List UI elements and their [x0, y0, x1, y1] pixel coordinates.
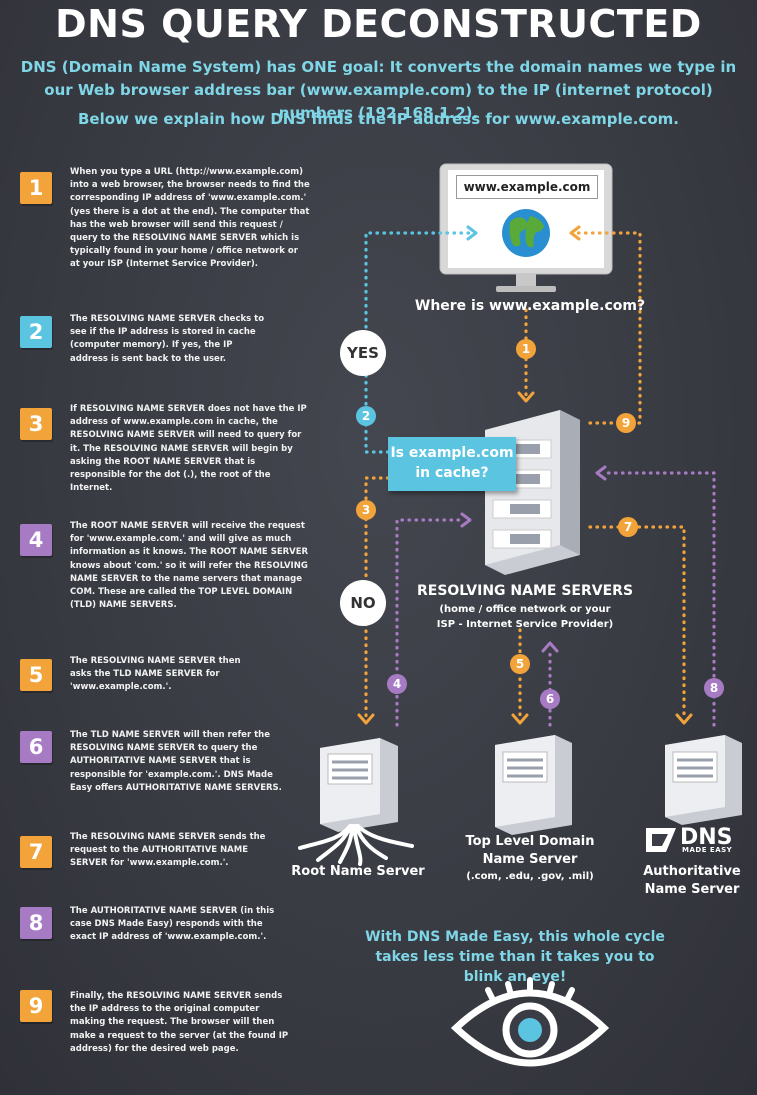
resolving-sub-2: ISP - Internet Service Provider) — [436, 619, 614, 630]
logo-sub: MADE EASY — [682, 846, 733, 854]
flow-badge-6: 6 — [540, 689, 560, 709]
arrowhead-step-2 — [466, 225, 478, 241]
root-server-icon — [298, 738, 414, 866]
flow-badge-8: 8 — [704, 678, 724, 698]
flow-badge-3: 3 — [356, 500, 376, 520]
intro-text: DNS (Domain Name System) has ONE goal: I… — [20, 58, 737, 122]
intro-subtext: Below we explain how DNS finds the IP ad… — [78, 110, 679, 128]
arrowhead-step-6 — [541, 641, 559, 653]
step-number-1: 1 — [20, 172, 52, 204]
step-text-2: The RESOLVING NAME SERVER checks to see … — [70, 314, 265, 364]
flow-badge-5: 5 — [510, 654, 530, 674]
cache-question-line2: in cache? — [415, 465, 489, 481]
cache-question-box: Is example.com in cache? — [388, 437, 516, 491]
step-number-9: 9 — [20, 990, 52, 1022]
globe-icon — [502, 209, 550, 257]
tld-server-icon — [495, 735, 572, 835]
dns-made-easy-logo-icon — [646, 828, 676, 852]
flow-badge-7: 7 — [618, 517, 638, 537]
step-number-3: 3 — [20, 408, 52, 440]
tld-label-1: Top Level Domain — [465, 834, 595, 849]
step-number-8: 8 — [20, 907, 52, 939]
step-text-6: The TLD NAME SERVER will then refer the … — [70, 730, 282, 793]
step-number-4: 4 — [20, 524, 52, 556]
no-label: NO — [340, 580, 386, 626]
yes-label: YES — [340, 330, 386, 376]
flow-badge-1: 1 — [516, 339, 536, 359]
step-text-3: If RESOLVING NAME SERVER does not have t… — [70, 404, 307, 494]
footer-text: With DNS Made Easy, this whole cycle tak… — [365, 929, 665, 985]
arrow-step-9 — [573, 231, 642, 425]
arrowhead-step-7 — [675, 713, 693, 725]
arrowhead-step-9 — [569, 225, 581, 241]
where-label: Where is www.example.com? — [414, 298, 646, 314]
flow-badge-2: 2 — [356, 406, 376, 426]
arrowhead-step-3 — [357, 713, 375, 725]
step-text-7: The RESOLVING NAME SERVER sends the requ… — [70, 832, 266, 869]
step-text-8: The AUTHORITATIVE NAME SERVER (in this c… — [70, 906, 275, 943]
tld-sub: (.com, .edu, .gov, .mil) — [466, 871, 594, 882]
browser-address-bar: www.example.com — [456, 175, 598, 199]
arrowhead-step-1 — [517, 391, 535, 403]
step-text-5: The RESOLVING NAME SERVER then asks the … — [70, 656, 241, 693]
arrow-step-4 — [395, 518, 464, 727]
arrowhead-step-5 — [511, 713, 529, 725]
step-number-7: 7 — [20, 836, 52, 868]
eye-icon — [450, 977, 610, 1067]
step-text-9: Finally, the RESOLVING NAME SERVER sends… — [70, 991, 289, 1054]
dns-made-easy-logo: DNS MADE EASY — [644, 825, 754, 855]
arrowhead-step-8 — [595, 465, 607, 481]
auth-label-2: Name Server — [644, 882, 740, 897]
step-number-5: 5 — [20, 659, 52, 691]
tld-label-2: Name Server — [482, 852, 578, 867]
flow-badge-9: 9 — [616, 413, 636, 433]
arrow-step-8 — [603, 471, 716, 727]
step-text-1: When you type a URL (http://www.example.… — [70, 167, 310, 270]
logo-word: DNS — [680, 825, 733, 850]
flow-badge-4: 4 — [387, 674, 407, 694]
page-title: DNS QUERY DECONSTRUCTED — [55, 2, 702, 46]
resolving-title: RESOLVING NAME SERVERS — [416, 583, 634, 599]
arrow-step-3 — [364, 476, 390, 720]
authoritative-server-icon — [665, 735, 742, 825]
cache-question-line1: Is example.com — [390, 445, 514, 461]
step-text-4: The ROOT NAME SERVER will receive the re… — [70, 521, 309, 611]
resolving-sub-1: (home / office network or your — [439, 604, 611, 615]
auth-label-1: Authoritative — [643, 864, 741, 879]
step-number-6: 6 — [20, 731, 52, 763]
root-server-label: Root Name Server — [291, 864, 425, 879]
resolving-server-icon — [485, 410, 580, 575]
arrowhead-step-4 — [460, 512, 472, 528]
step-number-2: 2 — [20, 316, 52, 348]
